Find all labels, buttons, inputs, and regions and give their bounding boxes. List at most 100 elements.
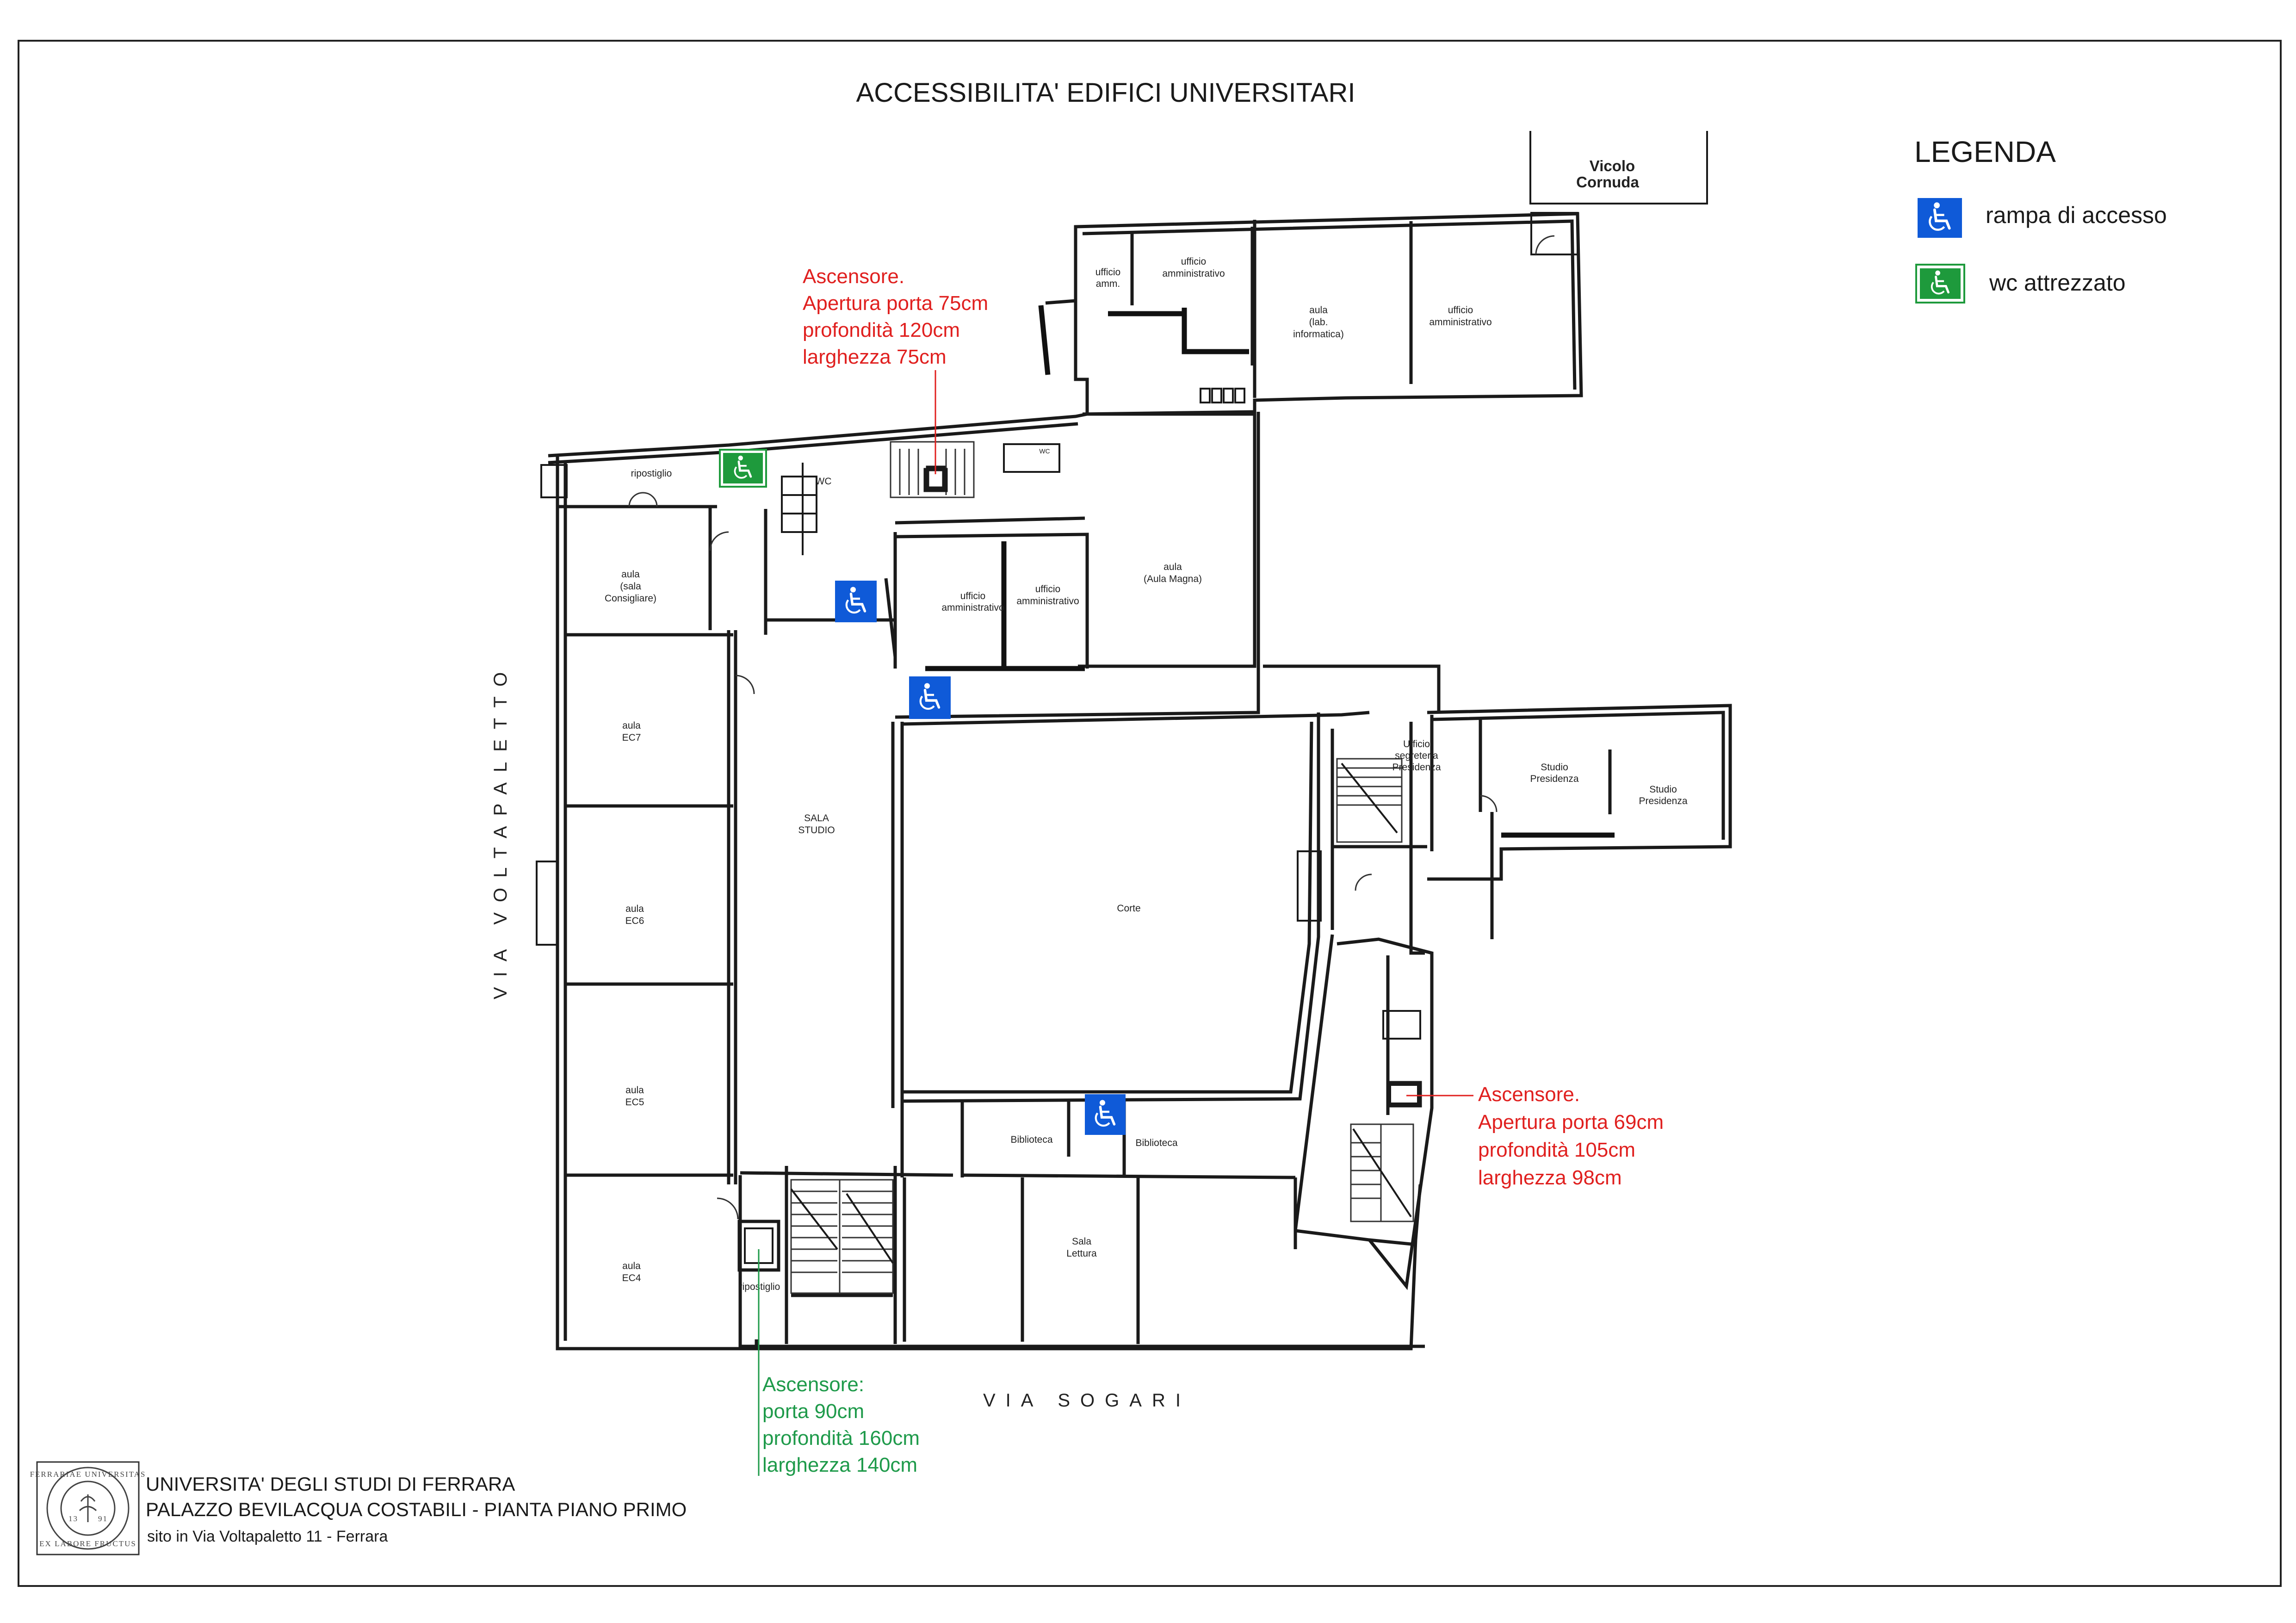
room-segreteria: Ufficio xyxy=(1403,739,1430,750)
street-label-voltapaletto: VIA VOLTAPALETTO xyxy=(490,662,511,999)
wc-fixtures xyxy=(781,443,1060,555)
room-aula-consigliare-3: Consigliare) xyxy=(605,593,656,604)
room-uff-amministrativo-c: ufficio xyxy=(960,591,985,601)
footer-address: sito in Via Voltapaletto 11 - Ferrara xyxy=(147,1528,388,1545)
room-segreteria-2: segreteria xyxy=(1395,750,1438,761)
footer-building: PALAZZO BEVILACQUA COSTABILI - PIANTA PI… xyxy=(146,1499,687,1520)
room-sala-lettura: Sala xyxy=(1072,1236,1091,1247)
room-ec5: aula xyxy=(625,1085,644,1096)
legend: LEGENDA rampa di accesso wc attrezzato xyxy=(1914,135,2167,304)
stair-southeast xyxy=(1350,1123,1414,1222)
note-top-line3: profondità 120cm xyxy=(803,319,960,341)
note-right-line4: larghezza 98cm xyxy=(1478,1166,1622,1189)
room-ripostiglio-top: ripostiglio xyxy=(631,468,672,479)
room-uff-amministrativo-b-2: amministrativo xyxy=(1429,317,1491,328)
wheelchair-icon xyxy=(1931,270,1949,295)
room-ec4-2: EC4 xyxy=(622,1273,641,1283)
note-right-line2: Apertura porta 69cm xyxy=(1478,1111,1664,1134)
note-elevator-top: Ascensore. Apertura porta 75cm profondit… xyxy=(803,265,988,474)
note-elevator-bottom: Ascensore: porta 90cm profondità 160cm l… xyxy=(758,1249,920,1476)
stairs xyxy=(790,441,1414,1294)
plan-markers xyxy=(719,449,1126,1135)
room-sala-studio-2: STUDIO xyxy=(798,825,835,836)
note-bottom-line3: profondità 160cm xyxy=(762,1427,920,1450)
seal-year-b: 91 xyxy=(98,1514,108,1523)
room-studio-presidenza-b: Studio xyxy=(1649,784,1677,795)
seal-text-bottom: EX LABORE FRUCTUS xyxy=(39,1539,136,1548)
legend-label-wc: wc attrezzato xyxy=(1989,270,2126,296)
room-ufficio-amm-2: amm. xyxy=(1096,279,1120,289)
room-uff-amministrativo-b: ufficio xyxy=(1448,305,1473,316)
note-top-line4: larghezza 75cm xyxy=(803,346,947,368)
wheelchair-icon xyxy=(845,587,866,614)
wheelchair-icon xyxy=(734,455,752,479)
note-right-line3: profondità 105cm xyxy=(1478,1139,1635,1161)
room-aula-lab-2: (lab. xyxy=(1309,317,1328,328)
ramp-marker-1 xyxy=(835,581,877,622)
room-sala-lettura-2: Lettura xyxy=(1066,1248,1097,1259)
sheet-border xyxy=(18,40,2282,1587)
stair-bottom xyxy=(790,1179,894,1294)
note-bottom-line4: larghezza 140cm xyxy=(762,1454,917,1476)
room-labels: ufficio amm. ufficio amministrativo aula… xyxy=(605,256,1688,1292)
room-biblioteca-b: Biblioteca xyxy=(1135,1138,1177,1148)
room-aula-magna-2: (Aula Magna) xyxy=(1144,574,1202,584)
legend-label-ramp: rampa di accesso xyxy=(1986,202,2167,228)
room-ufficio-amm: ufficio xyxy=(1095,267,1120,278)
room-uff-amministrativo-a-2: amministrativo xyxy=(1162,268,1225,279)
room-wc-small: WC xyxy=(1039,447,1050,455)
room-uff-amministrativo-d: ufficio xyxy=(1035,584,1060,595)
street-label-vicolo: Vicolo xyxy=(1590,157,1635,174)
room-aula-consigliare: aula xyxy=(621,569,640,580)
room-studio-presidenza-a: Studio xyxy=(1541,762,1568,773)
title-block: 13 91 FERRARIAE UNIVERSITAS EX LABORE FR… xyxy=(30,1461,687,1555)
room-ripostiglio-bottom: ripostiglio xyxy=(739,1282,780,1292)
room-biblioteca-a: Biblioteca xyxy=(1010,1134,1052,1145)
wheelchair-icon xyxy=(1095,1100,1116,1127)
room-ec5-2: EC5 xyxy=(625,1097,644,1108)
room-ec4: aula xyxy=(622,1261,641,1271)
ramp-marker-2 xyxy=(909,676,951,719)
room-aula-lab: aula xyxy=(1309,305,1328,316)
note-right-line1: Ascensore. xyxy=(1478,1083,1580,1106)
room-ec6-2: EC6 xyxy=(625,916,644,926)
room-aula-magna: aula xyxy=(1163,562,1182,572)
wc-marker-top xyxy=(719,449,767,488)
street-label-sogari: VIA SOGARI xyxy=(983,1390,1191,1411)
room-sala-studio: SALA xyxy=(804,813,829,824)
room-corte: Corte xyxy=(1117,903,1140,914)
room-ec7: aula xyxy=(622,720,641,731)
note-bottom-line2: porta 90cm xyxy=(762,1400,864,1423)
room-wc: WC xyxy=(816,476,832,487)
ramp-marker-3 xyxy=(1085,1094,1126,1135)
footer-university: UNIVERSITA' DEGLI STUDI DI FERRARA xyxy=(146,1473,515,1495)
room-studio-presidenza-b-2: Presidenza xyxy=(1639,796,1687,806)
legend-item-ramp: rampa di accesso xyxy=(1918,198,2167,238)
vicolo-cornuda: Vicolo Cornuda xyxy=(1529,131,1708,204)
note-bottom-line1: Ascensore: xyxy=(762,1373,864,1396)
room-uff-amministrativo-a: ufficio xyxy=(1181,256,1206,267)
street-label-cornuda: Cornuda xyxy=(1576,173,1639,191)
room-uff-amministrativo-c-2: amministrativo xyxy=(941,602,1004,613)
stair-east xyxy=(1336,758,1403,843)
page-title: ACCESSIBILITA' EDIFICI UNIVERSITARI xyxy=(856,78,1355,108)
seal-frame xyxy=(36,1461,140,1555)
legend-title: LEGENDA xyxy=(1914,135,2056,168)
wheelchair-icon xyxy=(1929,202,1951,231)
note-elevator-right: Ascensore. Apertura porta 69cm profondit… xyxy=(1406,1083,1664,1189)
room-aula-lab-3: informatica) xyxy=(1293,329,1344,340)
room-studio-presidenza-a-2: Presidenza xyxy=(1530,774,1578,784)
room-aula-consigliare-2: (sala xyxy=(620,581,641,592)
room-ec7-2: EC7 xyxy=(622,732,641,743)
room-ec6: aula xyxy=(625,904,644,914)
wheelchair-icon xyxy=(919,683,941,710)
seal-text-top: FERRARIAE UNIVERSITAS xyxy=(30,1470,146,1479)
room-segreteria-3: Presidenza xyxy=(1392,762,1441,773)
room-uff-amministrativo-d-2: amministrativo xyxy=(1016,596,1079,607)
ramp-badge-icon xyxy=(1918,198,1962,238)
seal-year-a: 13 xyxy=(68,1514,78,1523)
note-top-line2: Apertura porta 75cm xyxy=(803,292,988,315)
doors xyxy=(628,492,1498,1220)
note-top-line1: Ascensore. xyxy=(803,265,904,288)
